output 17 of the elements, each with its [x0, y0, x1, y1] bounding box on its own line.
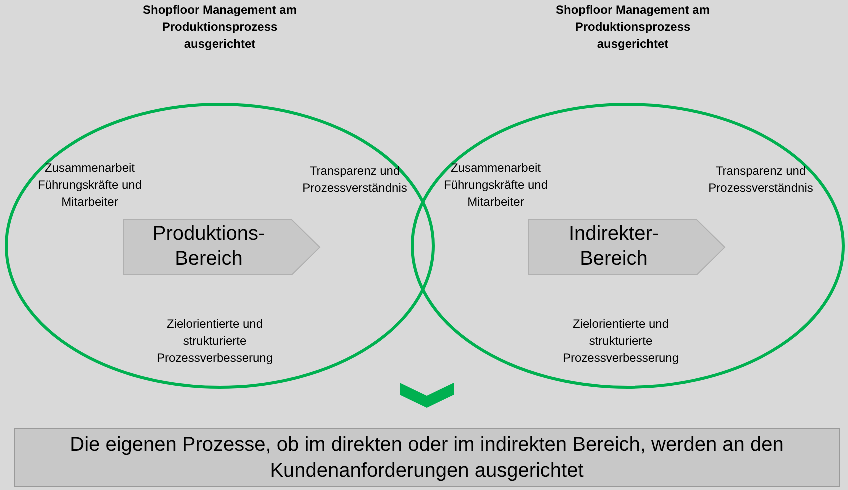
arrow-shape: [529, 220, 725, 275]
note-text: Zusammenarbeit Führungskräfte und Mitarbeiter: [442, 160, 550, 211]
summary-box: [14, 428, 840, 487]
chevron-arrow: [400, 383, 454, 408]
heading: Shopfloor Management am Produktionsprozess ausgerichtet: [142, 2, 298, 53]
note-text: Transparenz und Prozessverständnis: [302, 163, 408, 197]
note-text: Zielorientierte und strukturierte Prozessverbesserung: [156, 316, 274, 367]
arrow-label: Produktions- Bereich: [152, 222, 266, 272]
arrow-shape: [124, 220, 320, 275]
note-text: Transparenz und Prozessverständnis: [708, 163, 814, 197]
arrow-label: Indirekter- Bereich: [568, 222, 660, 272]
ellipse-area: [5, 103, 435, 389]
ellipse-area: [411, 103, 845, 389]
heading: Shopfloor Management am Produktionsprozess ausgerichtet: [554, 2, 711, 53]
summary-text: Die eigenen Prozesse, ob im direkten oder im indirekten Bereich, werden an den Kundenanforderungen ausgerichtet: [69, 433, 785, 484]
note-text: Zielorientierte und strukturierte Prozessverbesserung: [562, 316, 680, 367]
note-text: Zusammenarbeit Führungskräfte und Mitarbeiter: [36, 160, 144, 211]
